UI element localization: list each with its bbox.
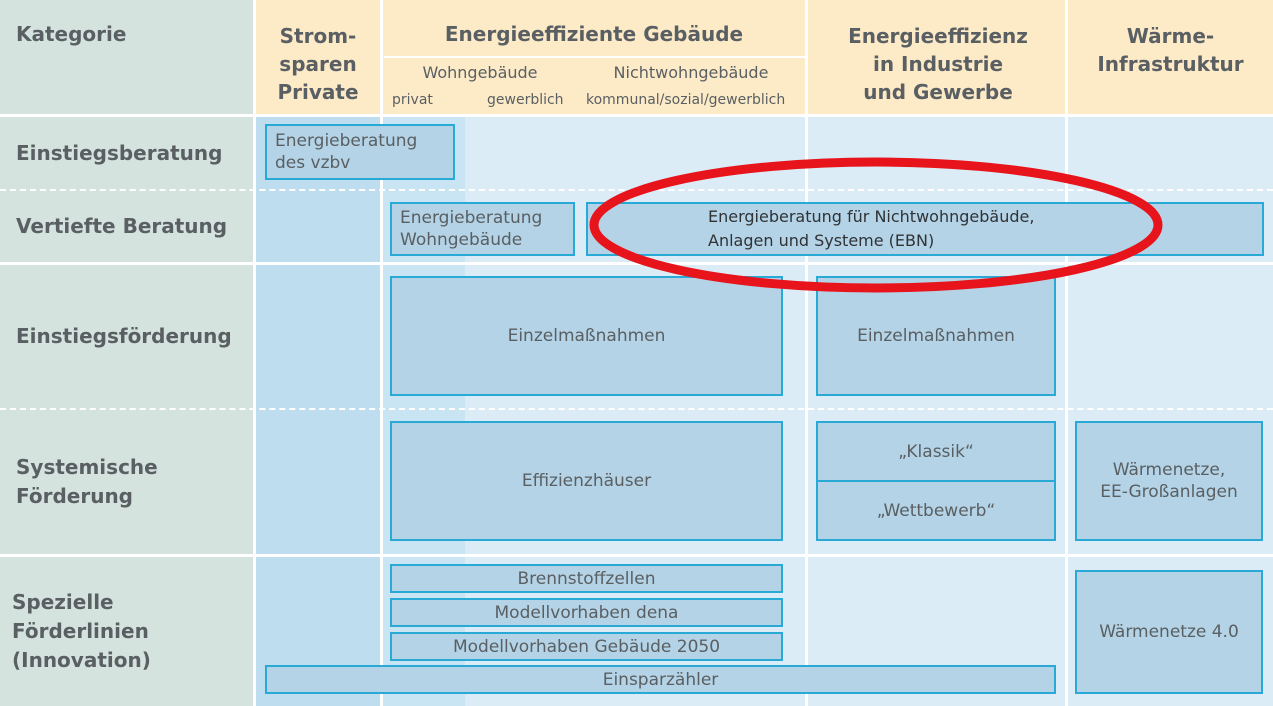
header-wohn: Wohngebäude bbox=[422, 63, 538, 82]
category-column bbox=[0, 115, 254, 706]
header-waerme: Wärme- Infrastruktur bbox=[1097, 24, 1244, 76]
separator-row-4 bbox=[0, 554, 1273, 557]
box-einzelmassnahmen-gebaeude: Einzelmaßnahmen bbox=[390, 276, 783, 396]
separator-v3 bbox=[805, 0, 808, 706]
category-spezielle-foerderlinien: Spezielle Förderlinien (Innovation) bbox=[12, 590, 151, 672]
box-klassik: „Klassik“ bbox=[816, 421, 1056, 482]
separator-row-2 bbox=[0, 262, 1273, 265]
header-gebaeude-underline bbox=[384, 56, 805, 58]
separator-v4 bbox=[1065, 0, 1068, 706]
category-einstiegsberatung: Einstiegsberatung bbox=[16, 140, 223, 165]
box-energieberatung-vzbv: Energieberatung des vzbv bbox=[265, 124, 455, 180]
box-waermenetze-ee: Wärmenetze, EE-Großanlagen bbox=[1075, 421, 1263, 541]
category-einstiegsfoerderung: Einstiegsförderung bbox=[16, 324, 232, 348]
header-industrie: Energieeffizienz in Industrie und Gewerb… bbox=[848, 24, 1028, 104]
category-systemische-foerderung: Systemische Förderung bbox=[16, 455, 158, 508]
separator-header bbox=[0, 114, 1273, 117]
separator-v2 bbox=[380, 0, 383, 706]
header-strom: Strom- sparen Private bbox=[277, 24, 359, 104]
header-kategorie-cell bbox=[0, 0, 254, 115]
box-wettbewerb: „Wettbewerb“ bbox=[816, 480, 1056, 541]
box-brennstoffzellen: Brennstoffzellen bbox=[390, 564, 783, 593]
header-gebaeude: Energieeffiziente Gebäude bbox=[444, 22, 744, 46]
column-strom bbox=[254, 115, 382, 706]
header-nichtwohn: Nichtwohngebäude bbox=[613, 63, 769, 82]
box-einsparzaehler: Einsparzähler bbox=[265, 665, 1056, 694]
box-energieberatung-wohngebaeude: Energieberatung Wohngebäude bbox=[390, 202, 575, 256]
header-kommunal: kommunal/sozial/gewerblich bbox=[586, 92, 786, 108]
box-einzelmassnahmen-industrie: Einzelmaßnahmen bbox=[816, 276, 1056, 396]
header-kategorie: Kategorie bbox=[16, 22, 127, 46]
box-ebn-label: Energieberatung für Nichtwohngebäude, An… bbox=[708, 207, 1035, 250]
box-modellvorhaben-dena: Modellvorhaben dena bbox=[390, 598, 783, 627]
separator-dash-2 bbox=[0, 408, 1273, 410]
header-gewerblich: gewerblich bbox=[487, 92, 564, 108]
header-privat: privat bbox=[392, 92, 433, 108]
highlight-ellipse-shape bbox=[589, 157, 1163, 293]
box-modellvorhaben-2050: Modellvorhaben Gebäude 2050 bbox=[390, 632, 783, 661]
category-vertiefte-beratung: Vertiefte Beratung bbox=[16, 214, 228, 238]
separator-v1 bbox=[253, 0, 256, 706]
box-effizienzhaeuser: Effizienzhäuser bbox=[390, 421, 783, 541]
box-waermenetze-40: Wärmenetze 4.0 bbox=[1075, 570, 1263, 694]
